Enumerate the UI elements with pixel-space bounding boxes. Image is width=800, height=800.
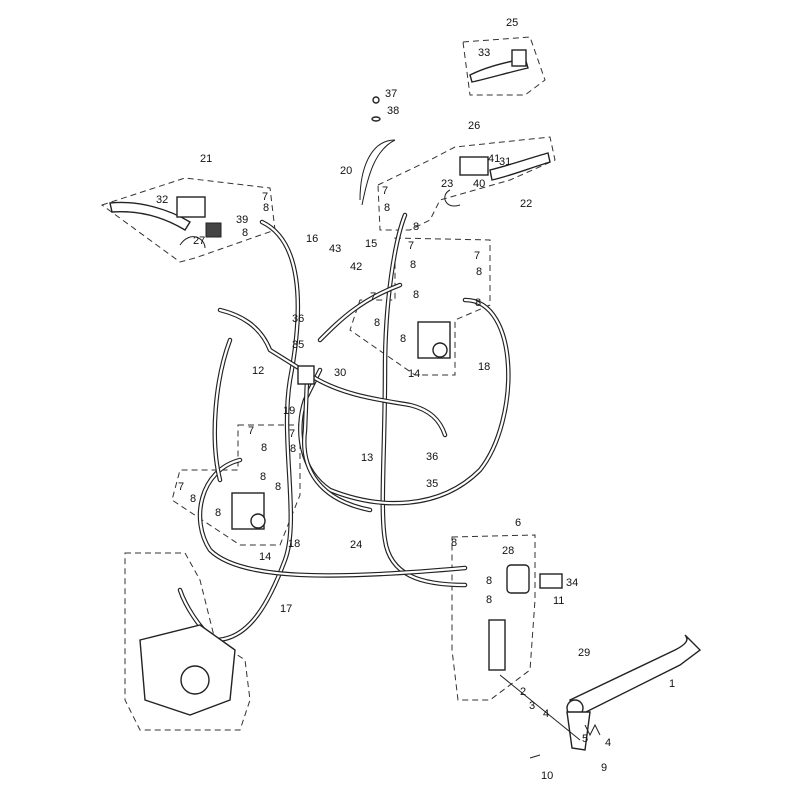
callout: 7 xyxy=(289,428,295,440)
callout: 39 xyxy=(236,214,248,226)
callout: 8 xyxy=(263,202,269,214)
callout: 26 xyxy=(468,120,480,132)
callout: 13 xyxy=(361,452,373,464)
callouts: 21 32 7 8 39 8 27 25 33 37 38 26 20 7 8 … xyxy=(156,17,675,782)
callout: 7 xyxy=(262,191,268,203)
callout: 7 xyxy=(248,425,254,437)
callout: 1 xyxy=(669,678,675,690)
callout: 42 xyxy=(350,261,362,273)
callout: 8 xyxy=(261,442,267,454)
t-junction-12 xyxy=(297,365,315,385)
callout: 43 xyxy=(329,243,341,255)
left-master-cylinder-box-21 xyxy=(100,177,276,263)
rear-master-cylinder-box-6 xyxy=(451,534,536,701)
left-brake-lever xyxy=(109,201,191,231)
left-valve-box xyxy=(171,424,301,546)
right-valve-box xyxy=(349,237,491,376)
callout: 8 xyxy=(260,471,266,483)
callout: 23 xyxy=(441,178,453,190)
callout: 12 xyxy=(252,365,264,377)
callout: 8 xyxy=(290,443,296,455)
reservoir-34 xyxy=(506,564,530,594)
right-brake-lever xyxy=(489,152,551,181)
part-39-block xyxy=(205,222,222,238)
callout: 16 xyxy=(306,233,318,245)
callout: 30 xyxy=(334,367,346,379)
callout: 27 xyxy=(193,235,205,247)
callout: 24 xyxy=(350,539,362,551)
callout: 8 xyxy=(413,221,419,233)
left-valve-body xyxy=(231,492,265,530)
callout: 8 xyxy=(190,493,196,505)
callout: 7 xyxy=(382,185,388,197)
lever-box-25 xyxy=(462,36,546,96)
callout: 37 xyxy=(385,88,397,100)
callout: 2 xyxy=(520,686,526,698)
callout: 32 xyxy=(156,194,168,206)
callout: 41 xyxy=(488,153,500,165)
callout: 34 xyxy=(566,577,578,589)
callout: 3 xyxy=(529,700,535,712)
left-master-cylinder xyxy=(176,196,206,218)
rear-master-cylinder xyxy=(488,619,506,671)
callout: 20 xyxy=(340,165,352,177)
callout: 8 xyxy=(384,202,390,214)
callout: 22 xyxy=(520,198,532,210)
callout: 35 xyxy=(426,478,438,490)
callout: 25 xyxy=(506,17,518,29)
callout: 15 xyxy=(365,238,377,250)
callout: 11 xyxy=(553,595,564,607)
components xyxy=(109,49,702,759)
callout: 18 xyxy=(478,361,490,373)
brake-pedal-1 xyxy=(568,634,702,716)
callout: 6 xyxy=(515,517,521,529)
callout: 8 xyxy=(215,507,221,519)
callout: 18 xyxy=(288,538,300,550)
reservoir-label xyxy=(539,573,563,589)
cable-20 xyxy=(359,139,396,201)
callout: 35 xyxy=(292,339,304,351)
callout: 7 xyxy=(408,240,414,252)
callout: 8 xyxy=(475,297,481,309)
callout: 8 xyxy=(374,317,380,329)
callout: 5 xyxy=(582,733,588,745)
callout: 14 xyxy=(408,368,420,380)
fitting-37 xyxy=(372,96,380,104)
callout: 7 xyxy=(474,250,480,262)
callout: 33 xyxy=(478,47,490,59)
callout: 8 xyxy=(400,333,406,345)
callout: 21 xyxy=(200,153,212,165)
callout: 31 xyxy=(499,156,511,168)
callout: 8 xyxy=(242,227,248,239)
callout: 9 xyxy=(601,762,607,774)
rear-caliper-box xyxy=(124,552,251,731)
callout: 17 xyxy=(280,603,292,615)
callout: 10 xyxy=(541,770,553,782)
callout: 36 xyxy=(292,313,304,325)
callout: 8 xyxy=(413,289,419,301)
brake-hoses xyxy=(177,212,511,643)
callout: 40 xyxy=(473,178,485,190)
callout: 8 xyxy=(275,481,281,493)
callout: 4 xyxy=(543,708,549,720)
callout: 8 xyxy=(476,266,482,278)
callout: 4 xyxy=(605,737,611,749)
callout: 19 xyxy=(283,405,295,417)
callout: 7 xyxy=(178,481,184,493)
callout: 28 xyxy=(502,545,514,557)
callout: 36 xyxy=(426,451,438,463)
callout: 8 xyxy=(486,575,492,587)
callout: 8 xyxy=(451,537,457,549)
callout: 8 xyxy=(486,594,492,606)
right-master-cylinder xyxy=(459,156,489,176)
callout: 14 xyxy=(259,551,271,563)
callout: 29 xyxy=(578,647,590,659)
callout: 38 xyxy=(387,105,399,117)
callout: 7 xyxy=(370,291,376,303)
callout: 8 xyxy=(410,259,416,271)
